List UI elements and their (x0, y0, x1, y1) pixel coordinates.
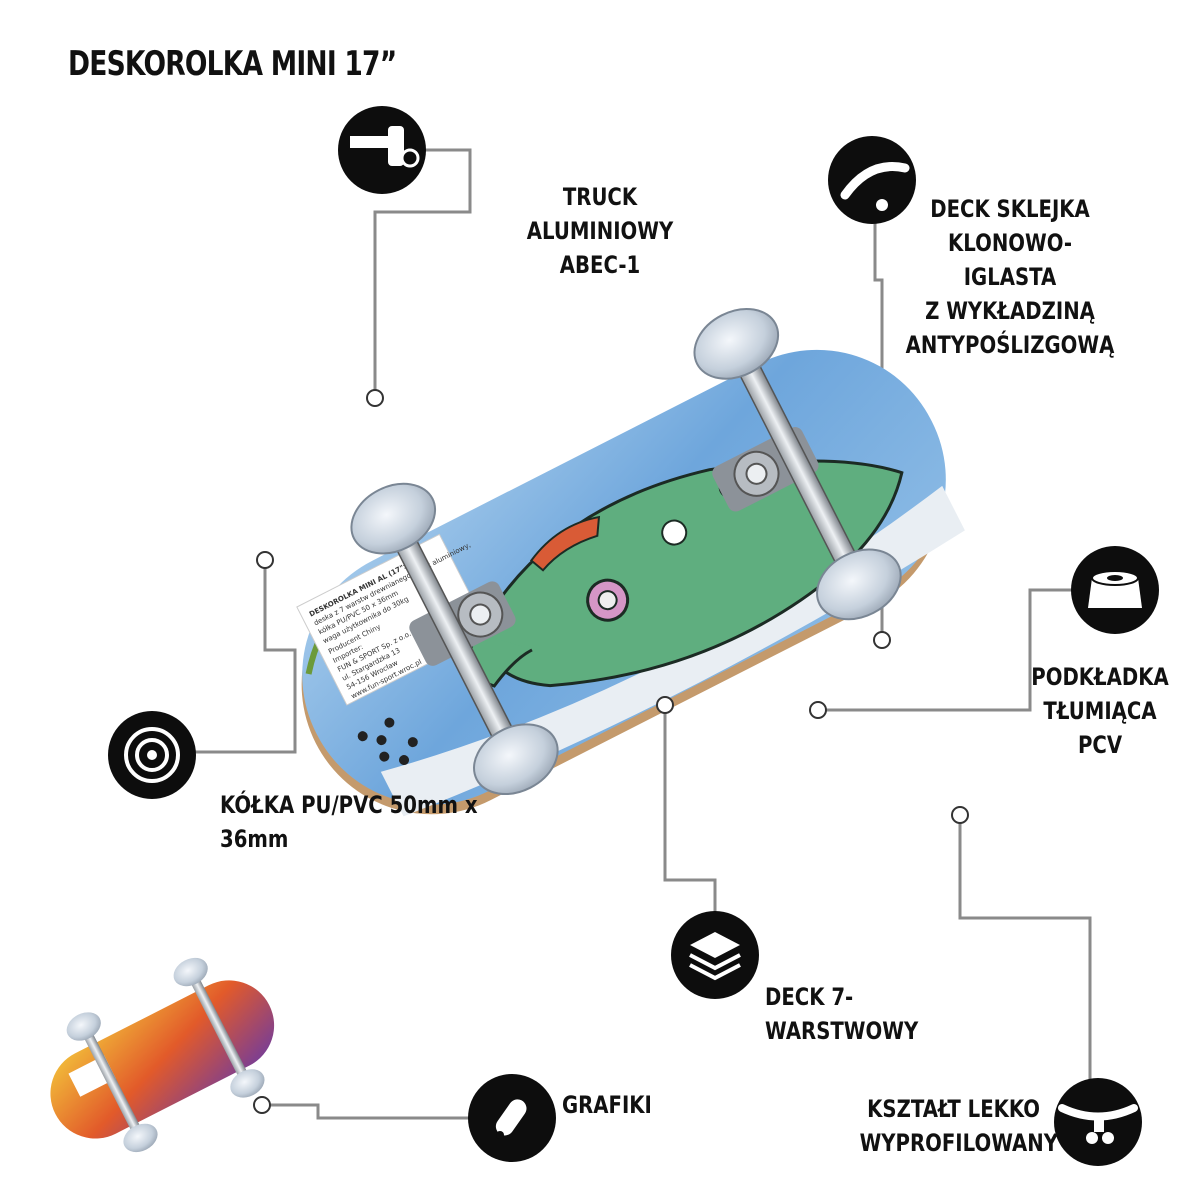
shape-label: KSZTAŁT LEKKO WYPROFILOWANY (859, 1095, 1058, 1157)
front-truck (350, 482, 559, 795)
leader-wheels (195, 560, 297, 754)
bushing-icon (1071, 546, 1159, 634)
board-profile-icon (1054, 1078, 1142, 1166)
wheels-label: KÓŁKA PU/PVC 50mm x 36mm (220, 791, 478, 853)
skateboard-icon (468, 1074, 556, 1162)
truck-label: TRUCK ALUMINIOWY ABEC-1 (526, 183, 674, 279)
leader-graphics (262, 1103, 470, 1120)
deck-grip-icon (828, 136, 916, 224)
graphics-variant-board (50, 957, 275, 1153)
graphics-label: GRAFIKI (562, 1091, 652, 1119)
fish-graphic (476, 459, 904, 688)
wheel (816, 548, 902, 621)
leader-dots (253, 389, 969, 1114)
back-truck (693, 308, 902, 621)
skateboard-photo: DESKOROLKA MINI AL (17"x 5") deska z 7 w… (296, 308, 965, 817)
wheel-icon (108, 711, 196, 799)
leader-layers (663, 705, 717, 915)
page-title: DESKOROLKA MINI 17” (68, 44, 397, 84)
leader-truck (373, 148, 472, 398)
leader-lines (195, 148, 1092, 1120)
deck-material-label: DECK SKLEJKA KLONOWO-IGLASTA Z WYKŁADZIN… (905, 195, 1115, 359)
leader-shape (958, 815, 1092, 1080)
wheel (693, 308, 780, 380)
layers-icon (671, 911, 759, 999)
truck-icon (338, 106, 426, 194)
wheel (350, 482, 437, 555)
bushing-label: PODKŁADKA TŁUMIĄCA PCV (1031, 663, 1169, 759)
wheel (473, 723, 559, 795)
layers-label: DECK 7-WARSTWOWY (765, 983, 919, 1045)
leader-bushing (818, 588, 1075, 712)
